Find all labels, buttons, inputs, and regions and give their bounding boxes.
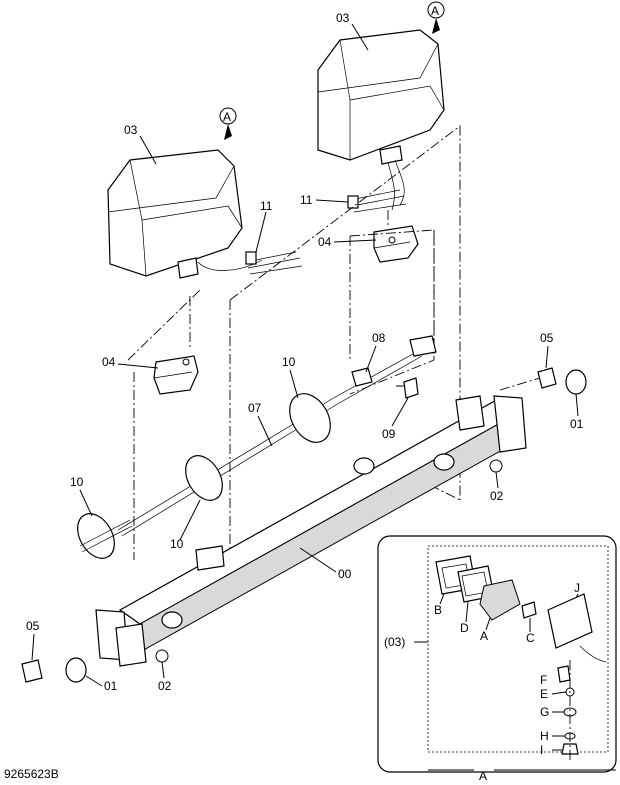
bolt-left-01: 01 [65,657,118,693]
detail-inset: (03) A B D A C J F E [377,535,617,783]
label-10-left: 10 [70,475,84,489]
bolt-09: 09 [382,377,419,441]
label-02-left: 02 [158,679,172,693]
band-mid-10: 10 [282,355,331,443]
detail-ref: A [479,769,487,783]
detail-label-J: J [574,581,580,595]
work-lamp-left [107,149,263,279]
label-10-bottom: 10 [170,537,184,551]
label-00: 00 [338,567,352,581]
band-center-10: 10 [170,455,223,551]
label-03-top: 03 [336,11,350,25]
label-02-right: 02 [490,489,504,503]
detail-label-I: I [540,743,543,757]
detail-label-H: H [540,729,549,743]
assembly-lines [127,125,541,600]
label-11-top: 11 [300,193,313,207]
label-01-left: 01 [104,679,118,693]
label-09: 09 [382,427,396,441]
bracket-top-04: 04 [318,225,419,263]
detail-label-B: B [434,603,442,617]
label-04-left: 04 [102,355,116,369]
label-05-right: 05 [540,331,554,345]
bolt-right-05: 05 [537,331,557,389]
bracket-left-04: 04 [102,355,199,395]
label-11-left: 11 [260,199,273,213]
beam-00: 00 [95,395,527,667]
detail-label-E: E [540,687,548,701]
wire-left-11: 11 [245,199,303,275]
detail-label-F: F [540,673,547,687]
washer-left-02: 02 [155,649,172,693]
label-01-right: 01 [570,417,584,431]
diagram-id: 9265623B [4,767,59,781]
ref-a-left: A [223,110,231,124]
band-left-10: 10 [70,475,133,559]
detail-label-C: C [526,631,535,645]
label-04-top: 04 [318,235,332,249]
callout-lamp-left: 03 A [124,107,237,165]
label-05-left: 05 [26,619,40,633]
label-03-left: 03 [124,123,138,137]
detail-label-A: A [480,629,488,643]
bolt-right-01: 01 [565,369,587,431]
label-10-mid: 10 [282,355,296,369]
detail-label-D: D [460,621,469,635]
detail-title: (03) [384,635,405,649]
callout-lamp-top: 03 A [336,1,445,51]
wire-top-11: 11 [300,189,407,213]
label-08: 08 [372,331,386,345]
washer-right-02: 02 [489,459,504,503]
detail-label-G: G [540,705,549,719]
ref-a-top: A [431,4,439,18]
bolt-left-05: 05 [21,619,43,683]
work-lamp-top [317,29,445,211]
label-07: 07 [248,401,262,415]
